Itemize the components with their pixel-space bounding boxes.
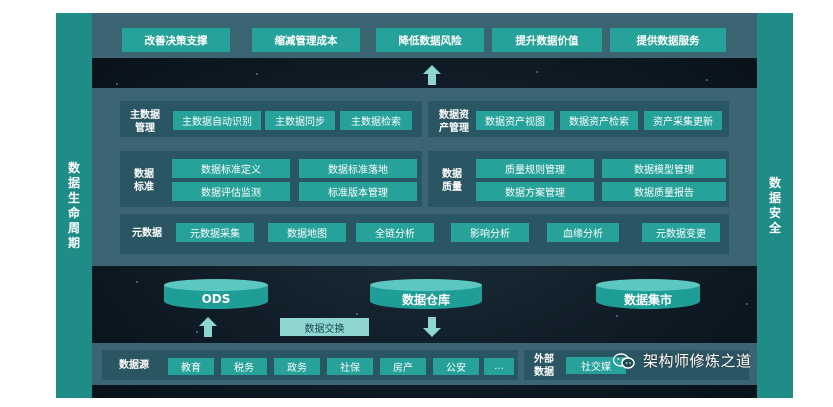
star bbox=[136, 281, 138, 283]
up-arrow-icon bbox=[199, 317, 217, 337]
warehouse-label: 数据仓库 bbox=[401, 292, 450, 307]
ods-store: ODS bbox=[164, 279, 268, 309]
source-item: 社保 bbox=[327, 358, 373, 375]
security-bar: 数据安全 bbox=[757, 13, 793, 398]
data-standard-label: 数据 标准 bbox=[134, 169, 154, 193]
source-item: 教育 bbox=[168, 358, 214, 375]
architecture-diagram: 数据生命周期 数据安全 改善决策支撑 缩减管理成本 降低数据风险 提升数据价值 … bbox=[56, 13, 793, 398]
metadata-item: 影响分析 bbox=[451, 223, 529, 242]
source-item: 政务 bbox=[274, 358, 320, 375]
metadata-item: 血缘分析 bbox=[547, 223, 619, 242]
star bbox=[256, 73, 258, 75]
master-data-item: 主数据同步 bbox=[265, 111, 335, 130]
external-sources-panel bbox=[524, 350, 749, 380]
star bbox=[116, 83, 118, 85]
data-quality-item: 数据质量报告 bbox=[602, 182, 726, 201]
metadata-label: 元数据 bbox=[132, 228, 162, 239]
external-item: 社交媒 bbox=[566, 357, 626, 374]
up-arrow-icon bbox=[423, 65, 441, 85]
sources-label: 数据源 bbox=[119, 360, 149, 371]
data-exchange-badge: 数据交换 bbox=[280, 318, 369, 336]
goal-item: 改善决策支撑 bbox=[122, 28, 230, 52]
star bbox=[706, 79, 708, 81]
asset-mgmt-item: 资产采集更新 bbox=[644, 111, 722, 130]
master-data-item: 主数据自动识别 bbox=[173, 111, 261, 130]
source-item: 房产 bbox=[380, 358, 426, 375]
ods-label: ODS bbox=[201, 292, 231, 306]
source-item: 税务 bbox=[221, 358, 267, 375]
data-standard-item: 数据标准定义 bbox=[172, 159, 290, 178]
asset-mgmt-label: 数据资 产管理 bbox=[439, 110, 469, 134]
down-arrow-icon bbox=[423, 317, 441, 337]
data-quality-item: 数据模型管理 bbox=[602, 159, 726, 178]
metadata-item: 全链分析 bbox=[356, 223, 434, 242]
master-data-item: 主数据检索 bbox=[340, 111, 412, 130]
goal-item: 缩减管理成本 bbox=[252, 28, 360, 52]
goal-item: 提供数据服务 bbox=[610, 28, 726, 52]
wechat-icon bbox=[613, 352, 635, 369]
metadata-item: 数据地图 bbox=[268, 223, 346, 242]
goal-item: 提升数据价值 bbox=[492, 28, 602, 52]
data-standard-item: 数据评估监测 bbox=[172, 182, 290, 201]
star bbox=[356, 313, 358, 315]
goal-item: 降低数据风险 bbox=[376, 28, 484, 52]
data-quality-item: 数据方案管理 bbox=[476, 182, 594, 201]
mart-label: 数据集市 bbox=[623, 292, 672, 307]
warehouse-store: 数据仓库 bbox=[370, 279, 482, 309]
star bbox=[536, 71, 538, 73]
data-quality-item: 质量规则管理 bbox=[476, 159, 594, 178]
lifecycle-label: 数据生命周期 bbox=[67, 160, 80, 250]
master-data-label: 主数据 管理 bbox=[130, 110, 160, 134]
star bbox=[616, 315, 618, 317]
source-item: ... bbox=[484, 358, 514, 375]
asset-mgmt-item: 数据资产检索 bbox=[560, 111, 638, 130]
asset-mgmt-item: 数据资产视图 bbox=[476, 111, 554, 130]
star bbox=[746, 303, 748, 305]
source-item: 公安 bbox=[433, 358, 479, 375]
security-label: 数据安全 bbox=[768, 175, 781, 235]
external-label: 外部 数据 bbox=[534, 354, 554, 378]
star bbox=[196, 331, 198, 333]
watermark-text: 架构师修炼之道 bbox=[643, 352, 752, 370]
mart-store: 数据集市 bbox=[596, 279, 700, 309]
metadata-item: 元数据采集 bbox=[176, 223, 254, 242]
metadata-item: 元数据变更 bbox=[642, 223, 720, 242]
data-quality-label: 数据 质量 bbox=[442, 169, 462, 193]
watermark: 架构师修炼之道 bbox=[613, 350, 752, 371]
data-standard-item: 数据标准落地 bbox=[299, 159, 417, 178]
lifecycle-bar: 数据生命周期 bbox=[56, 13, 92, 398]
data-standard-item: 标准版本管理 bbox=[299, 182, 417, 201]
